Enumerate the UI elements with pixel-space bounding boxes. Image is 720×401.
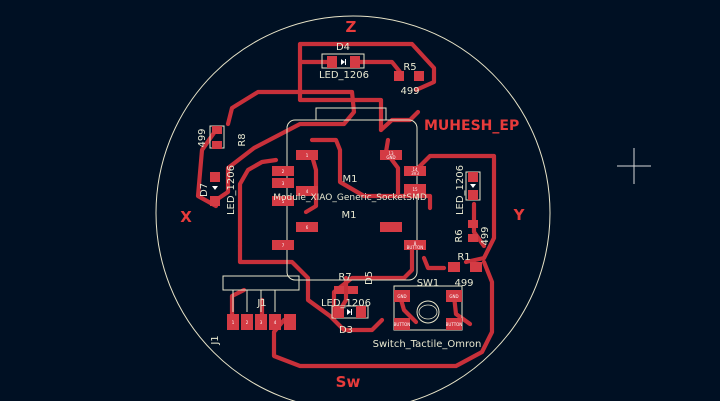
pad-sw1-button-left	[394, 318, 410, 330]
pad-d6-1	[468, 172, 478, 182]
axis-label-sw: Sw	[336, 373, 361, 391]
pad-m1-right-a	[380, 222, 402, 232]
pad-net-label: BUTTON	[394, 322, 411, 327]
pad-d6-2	[468, 190, 478, 200]
pad-label: 14	[412, 167, 418, 172]
pad-m1-7	[272, 240, 294, 250]
pad-j1-1	[227, 314, 239, 330]
pad-sw1-gnd-right	[446, 290, 462, 302]
value-d7: LED_1206	[226, 165, 237, 215]
ref-sw1: SW1	[417, 278, 440, 289]
pad-net-label: BUTTON	[407, 245, 424, 250]
ref-m1: M1	[343, 174, 358, 185]
pad-m1-2	[272, 166, 294, 176]
ref-j1: J1	[256, 298, 266, 309]
pad-label: 15	[412, 187, 418, 192]
ref-r5: R5	[403, 62, 416, 73]
ref-r8: R8	[237, 133, 248, 146]
pad-label: 5	[282, 199, 285, 204]
pad-d7-1	[210, 172, 220, 182]
pad-sw1-button-right	[446, 318, 462, 330]
pad-label: 6	[306, 225, 309, 230]
pad-r8-1	[212, 126, 222, 134]
pad-m1-5	[272, 196, 294, 206]
ref-d7: D7	[199, 183, 210, 197]
pad-label: 1	[306, 153, 309, 158]
axis-label-z: Z	[346, 18, 357, 36]
pad-labels: 1 2 3 4 5 6 7 13 GND 14 3V3 15 8 BUTTON …	[232, 151, 463, 327]
pad-label: 4	[274, 320, 277, 325]
pad-j1-5	[284, 314, 296, 330]
pad-net-label: GND	[449, 294, 458, 299]
pad-m1-3	[272, 178, 294, 188]
pad-label: 3	[260, 320, 263, 325]
pad-sw1-gnd-left	[394, 290, 410, 302]
value-r1: 499	[454, 278, 473, 289]
pad-r8-2	[212, 141, 222, 149]
value-r6: 499	[480, 226, 491, 245]
pad-label: 3	[282, 181, 285, 186]
pad-r7-1	[334, 286, 344, 294]
ref-r1: R1	[457, 252, 470, 263]
pad-net-label: GND	[386, 155, 395, 160]
pad-m1-13	[380, 150, 402, 160]
pad-label: 2	[282, 169, 285, 174]
value-r8: 499	[197, 128, 208, 147]
pad-label: 7	[282, 243, 285, 248]
pad-r7-2	[348, 286, 358, 294]
component-labels: D4 LED_1206 R5 499 R8 499 D7 LED_1206 M1…	[197, 42, 491, 350]
axis-label-x: X	[180, 208, 192, 226]
value-d6: LED_1206	[455, 165, 466, 215]
ref-d5: D5	[364, 271, 375, 285]
switch-icon	[418, 304, 438, 320]
value-m1: Module_XIAO_Generic_SocketSMD	[273, 193, 427, 203]
ref-r7: R7	[338, 272, 351, 283]
pad-m1-15	[404, 184, 426, 194]
pad-d5-2	[356, 306, 366, 318]
board-outline	[155, 15, 551, 401]
ref-d3: D3	[339, 325, 353, 336]
pad-r5-1	[394, 71, 404, 81]
pad-j1-2	[241, 314, 253, 330]
pad-net-label: BUTTON	[446, 322, 463, 327]
axis-label-y: Y	[513, 206, 526, 224]
ref-j1-secondary: J1	[210, 335, 221, 345]
led-diode-icon	[212, 59, 476, 315]
pad-j1-3	[255, 314, 267, 330]
pad-j1-4	[269, 314, 281, 330]
ref-d4: D4	[336, 42, 350, 53]
ref-r6: R6	[454, 229, 465, 242]
value-r5: 499	[400, 86, 419, 97]
pad-net-label: 3V3	[411, 171, 419, 176]
value-d5: LED_1206	[321, 298, 371, 309]
pad-label: 1	[232, 320, 235, 325]
pad-d5-1	[334, 306, 344, 318]
pad-m1-8	[404, 240, 426, 250]
pad-d4-2	[350, 56, 360, 68]
pad-m1-14	[404, 166, 426, 176]
crosshair-cursor-icon	[617, 148, 651, 184]
pad-r6-2	[468, 234, 478, 242]
pad-d4-1	[327, 56, 337, 68]
value-sw1: Switch_Tactile_Omron	[373, 339, 482, 350]
pad-net-label: GND	[397, 294, 406, 299]
pad-label: 13	[388, 151, 394, 156]
pad-m1-4-left	[296, 186, 318, 196]
pad-m1-1-left	[296, 150, 318, 160]
pad-r1-2	[470, 262, 482, 272]
pad-m1-6-left	[296, 222, 318, 232]
pad-label: 4	[306, 189, 309, 194]
pad-d7-2	[210, 196, 220, 206]
net-label-muhesh-ep: MUHESH_EP	[424, 118, 519, 134]
pads	[210, 56, 482, 330]
value-d4: LED_1206	[319, 70, 369, 81]
pad-r1-1	[448, 262, 460, 272]
pad-r5-2	[414, 71, 424, 81]
pad-label: 2	[246, 320, 249, 325]
ref-m1-secondary: M1	[342, 210, 357, 221]
pad-label: 8	[414, 241, 417, 246]
pad-r6-1	[468, 220, 478, 228]
